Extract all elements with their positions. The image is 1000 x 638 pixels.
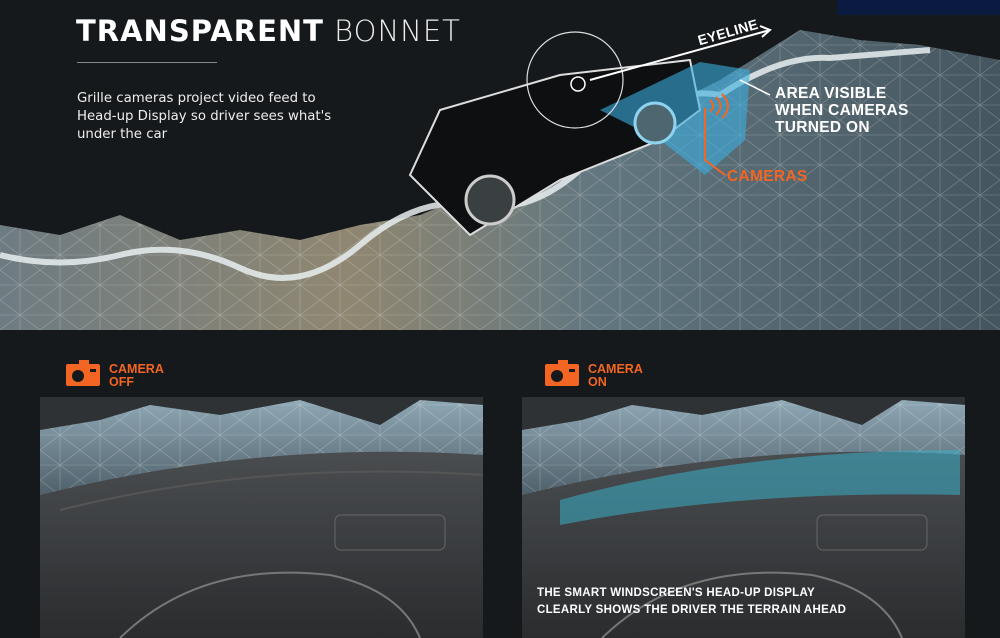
- caption-line: CLEARLY SHOWS THE DRIVER THE TERRAIN AHE…: [537, 604, 847, 616]
- camera-icon: [66, 360, 100, 386]
- camera-off-line: CAMERA: [109, 362, 164, 376]
- hud-caption: THE SMART WINDSCREEN'S HEAD-UP DISPLAY C…: [537, 585, 846, 619]
- windscreen-panel-on: [522, 397, 965, 638]
- camera-off-label: CAMERA OFF: [109, 363, 164, 389]
- hud-overlay: [560, 450, 960, 525]
- area-label-line: AREA VISIBLE: [775, 85, 887, 102]
- title-divider: [77, 62, 217, 63]
- windscreen-panel-off: [40, 397, 484, 638]
- camera-icon: [545, 360, 579, 386]
- page-title: TRANSPARENT BONNET: [76, 14, 461, 48]
- camera-on-label: CAMERA ON: [588, 363, 643, 389]
- camera-off-line: OFF: [109, 375, 134, 389]
- title-light: BONNET: [334, 14, 461, 48]
- description: Grille cameras project video feed to Hea…: [77, 91, 332, 142]
- cameras-label: CAMERAS: [727, 168, 808, 185]
- title-bold: TRANSPARENT: [76, 14, 324, 48]
- navy-banner: [837, 0, 1000, 15]
- caption-line: THE SMART WINDSCREEN'S HEAD-UP DISPLAY: [537, 587, 816, 599]
- car-illustration: [408, 25, 772, 237]
- area-visible-label: AREA VISIBLE WHEN CAMERAS TURNED ON: [775, 85, 909, 136]
- area-label-line: TURNED ON: [775, 119, 870, 136]
- camera-on-line: CAMERA: [588, 362, 643, 376]
- area-label-line: WHEN CAMERAS: [775, 102, 909, 119]
- camera-on-line: ON: [588, 375, 607, 389]
